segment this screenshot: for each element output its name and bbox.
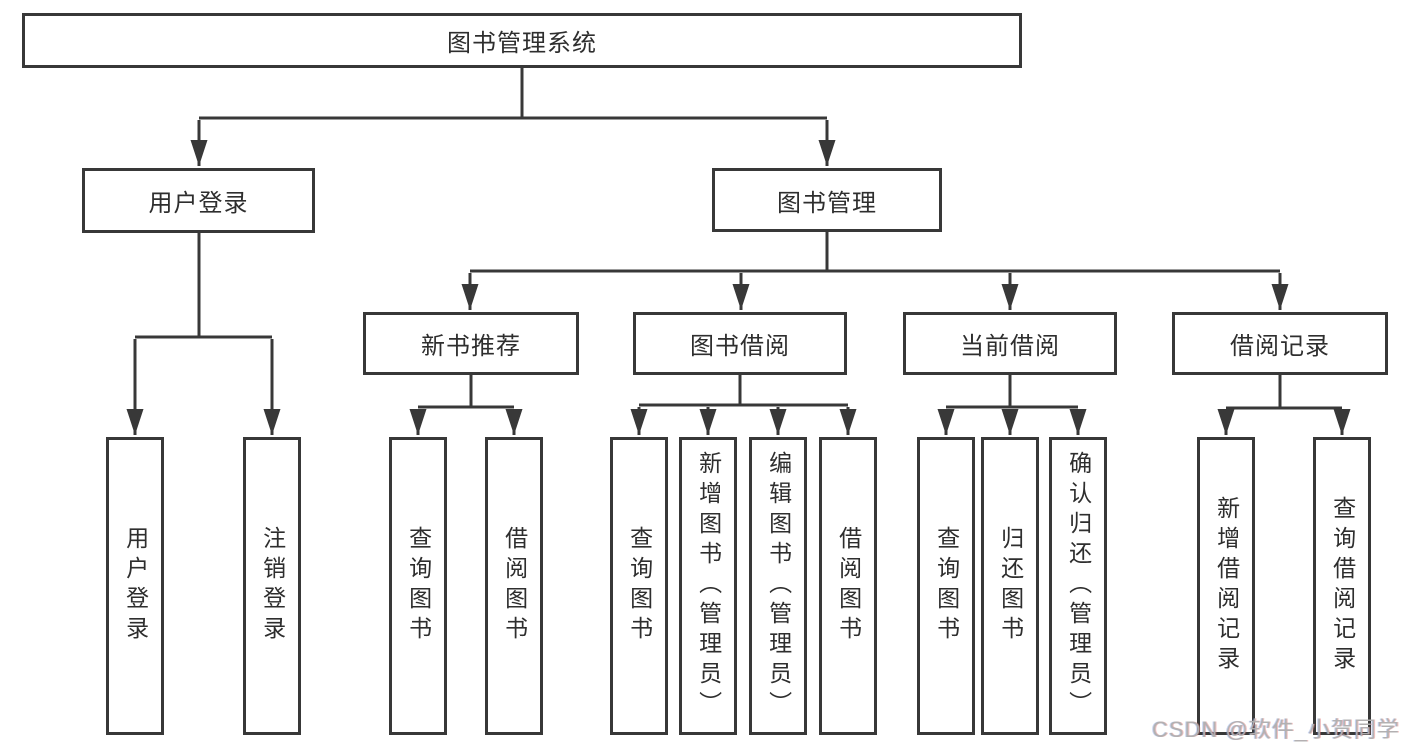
node-borrow-record: 借阅记录 <box>1172 312 1388 375</box>
leaf-borrow-edit-book-admin: 编辑图书（管理员） <box>749 437 807 735</box>
connector-arrows <box>126 120 1351 435</box>
leaf-record-add-record: 新增借阅记录 <box>1197 437 1255 735</box>
connector-trunk-lines <box>135 66 1342 410</box>
leaf-borrow-add-book-admin-label: 新增图书（管理员） <box>695 451 722 721</box>
leaf-current-return-book: 归还图书 <box>981 437 1039 735</box>
leaf-current-confirm-return-admin-label: 确认归还（管理员） <box>1065 451 1092 721</box>
node-new-book-recommend: 新书推荐 <box>363 312 579 375</box>
leaf-current-query-book: 查询图书 <box>917 437 975 735</box>
leaf-user-login-label: 用户登录 <box>122 526 149 646</box>
leaf-borrow-add-book-admin: 新增图书（管理员） <box>679 437 737 735</box>
node-current-borrow: 当前借阅 <box>903 312 1117 375</box>
leaf-user-login: 用户登录 <box>106 437 164 735</box>
leaf-recommend-borrow-book: 借阅图书 <box>485 437 543 735</box>
leaf-borrow-edit-book-admin-label: 编辑图书（管理员） <box>765 451 792 721</box>
leaf-current-return-book-label: 归还图书 <box>997 526 1024 646</box>
leaf-record-add-record-label: 新增借阅记录 <box>1213 496 1240 676</box>
leaf-borrow-borrow-book: 借阅图书 <box>819 437 877 735</box>
leaf-borrow-borrow-book-label: 借阅图书 <box>835 526 862 646</box>
leaf-borrow-query-book-label: 查询图书 <box>626 526 653 646</box>
leaf-record-query-record-label: 查询借阅记录 <box>1329 496 1356 676</box>
leaf-recommend-query-book: 查询图书 <box>389 437 447 735</box>
leaf-logout-label: 注销登录 <box>259 526 286 646</box>
leaf-current-query-book-label: 查询图书 <box>933 526 960 646</box>
leaf-recommend-borrow-book-label: 借阅图书 <box>501 526 528 646</box>
leaf-record-query-record: 查询借阅记录 <box>1313 437 1371 735</box>
leaf-current-confirm-return-admin: 确认归还（管理员） <box>1049 437 1107 735</box>
node-root-system: 图书管理系统 <box>22 13 1022 68</box>
leaf-logout: 注销登录 <box>243 437 301 735</box>
leaf-recommend-query-book-label: 查询图书 <box>405 526 432 646</box>
node-book-management: 图书管理 <box>712 168 942 232</box>
node-user-login: 用户登录 <box>82 168 315 233</box>
leaf-borrow-query-book: 查询图书 <box>610 437 668 735</box>
node-book-borrow: 图书借阅 <box>633 312 847 375</box>
